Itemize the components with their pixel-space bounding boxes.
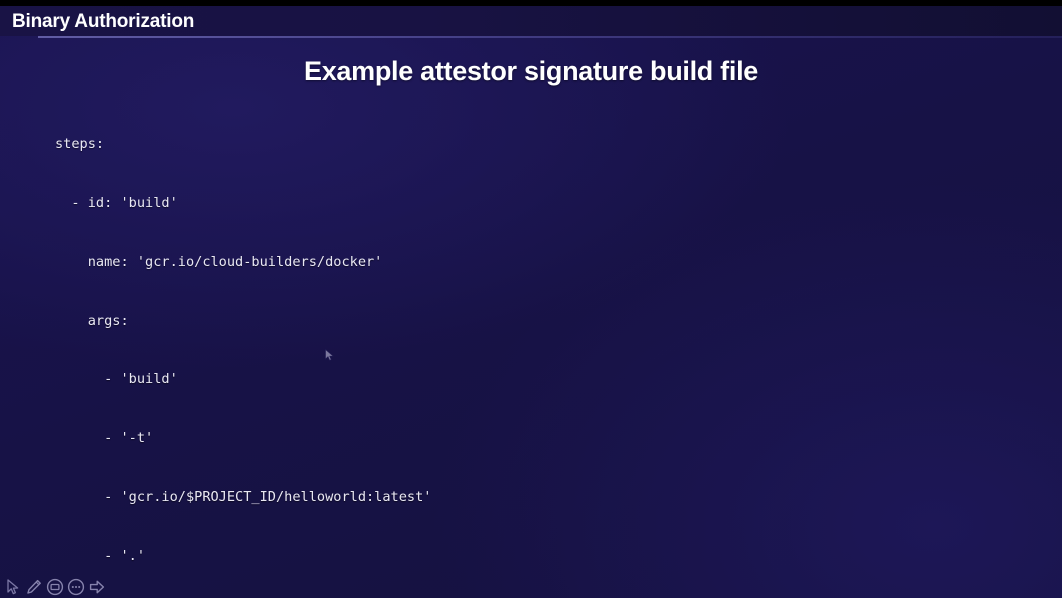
page-title: Example attestor signature build file: [303, 56, 758, 86]
more-options-icon[interactable]: [67, 578, 85, 596]
next-slide-icon[interactable]: [88, 578, 106, 596]
slide-icon[interactable]: [46, 578, 64, 596]
code-block: steps: - id: 'build' name: 'gcr.io/cloud…: [55, 96, 1055, 598]
header-title: Binary Authorization: [12, 11, 195, 32]
code-line: - id: 'build': [55, 194, 178, 211]
code-line: name: 'gcr.io/cloud-builders/docker': [55, 253, 383, 270]
letterbox-bar: [0, 0, 1062, 6]
code-line: args:: [55, 312, 129, 329]
code-line: - 'build': [55, 371, 178, 388]
code-line: - '.': [55, 547, 146, 564]
pen-icon[interactable]: [25, 578, 43, 596]
header-divider: [38, 36, 1062, 38]
pointer-icon[interactable]: [4, 578, 22, 596]
slide-header: Binary Authorization: [0, 6, 1062, 36]
code-line: - '-t': [55, 430, 154, 447]
code-line: steps:: [55, 136, 105, 153]
presenter-toolbar[interactable]: [0, 576, 110, 598]
code-line: - 'gcr.io/$PROJECT_ID/helloworld:latest': [55, 488, 432, 505]
mouse-cursor-icon: [325, 348, 334, 361]
